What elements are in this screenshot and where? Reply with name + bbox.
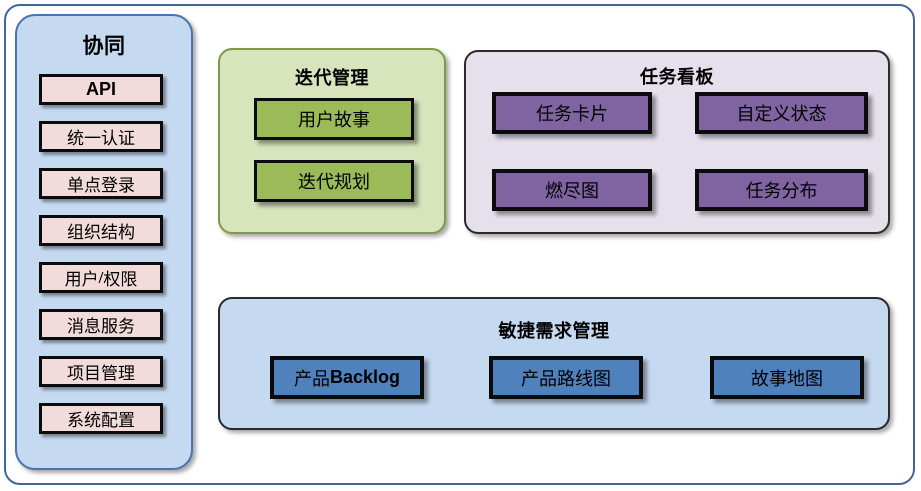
task-board-panel-title: 任务看板 <box>640 67 714 87</box>
sidebar-item-org-structure[interactable]: 组织结构 <box>39 215 163 246</box>
iteration-item-user-story[interactable]: 用户故事 <box>254 98 414 140</box>
taskboard-item-custom-status[interactable]: 自定义状态 <box>695 92 868 134</box>
iteration-management-panel[interactable]: 迭代管理 用户故事 迭代规划 <box>218 48 446 234</box>
agile-item-story-map[interactable]: 故事地图 <box>710 356 864 399</box>
sidebar-item-project-management[interactable]: 项目管理 <box>39 356 163 387</box>
taskboard-item-task-card[interactable]: 任务卡片 <box>492 92 652 134</box>
sidebar-item-api[interactable]: API <box>39 74 163 105</box>
sidebar-item-system-config[interactable]: 系统配置 <box>39 403 163 434</box>
collaboration-panel-title: 协同 <box>82 35 126 58</box>
agile-requirement-panel-title: 敏捷需求管理 <box>498 321 610 341</box>
task-board-panel[interactable]: 任务看板 任务卡片 自定义状态 燃尽图 任务分布 <box>464 50 890 234</box>
collaboration-panel[interactable]: 协同 API 统一认证 单点登录 组织结构 用户/权限 消息服务 项目管理 系统… <box>15 14 193 470</box>
taskboard-item-task-distribution[interactable]: 任务分布 <box>695 169 868 211</box>
sidebar-item-message-service[interactable]: 消息服务 <box>39 309 163 340</box>
taskboard-item-burndown-chart[interactable]: 燃尽图 <box>492 169 652 211</box>
iteration-management-panel-title: 迭代管理 <box>295 68 369 88</box>
sidebar-item-user-permission[interactable]: 用户/权限 <box>39 262 163 293</box>
iteration-item-iteration-planning[interactable]: 迭代规划 <box>254 160 414 202</box>
sidebar-item-unified-auth[interactable]: 统一认证 <box>39 121 163 152</box>
agile-item-product-roadmap[interactable]: 产品路线图 <box>489 356 643 399</box>
sidebar-item-single-sign-on[interactable]: 单点登录 <box>39 168 163 199</box>
